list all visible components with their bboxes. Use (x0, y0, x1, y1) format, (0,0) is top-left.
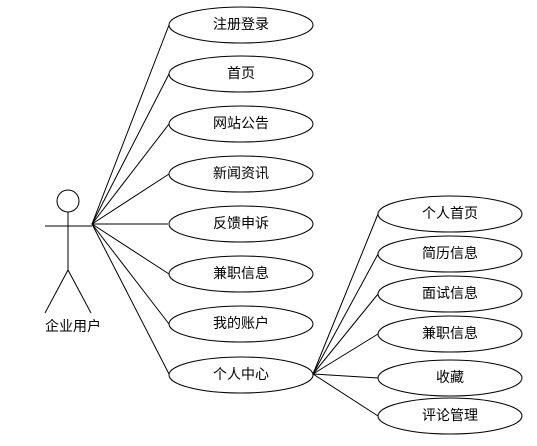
sub-use-case-comment-manage: 评论管理 (377, 397, 523, 435)
use-case-ellipse (168, 6, 314, 44)
use-case-ellipse (168, 356, 314, 394)
use-case-ellipse (168, 305, 314, 343)
use-case-label: 兼职信息 (213, 265, 269, 282)
use-case-my-account: 我的账户 (168, 305, 314, 343)
use-case-label: 新闻资讯 (213, 166, 269, 182)
edge-resume-info (312, 253, 379, 375)
use-case-label: 首页 (227, 66, 255, 82)
use-case-site-notice: 网站公告 (168, 105, 314, 143)
use-case-feedback: 反馈申诉 (168, 205, 314, 243)
use-case-ellipse (377, 235, 523, 273)
use-case-ellipse (377, 195, 523, 233)
use-case-home: 首页 (168, 55, 314, 93)
use-case-label: 网站公告 (213, 116, 269, 132)
sub-use-case-interview-info: 面试信息 (377, 275, 523, 313)
use-case-ellipse (377, 397, 523, 435)
use-case-label: 注册登录 (213, 17, 269, 33)
use-case-label: 个人首页 (422, 206, 478, 222)
use-case-ellipse (168, 205, 314, 243)
sub-use-case-favorites: 收藏 (377, 359, 523, 397)
use-case-ellipse (168, 255, 314, 293)
actor-right-leg (67, 269, 92, 314)
edge-personal-home (312, 213, 379, 375)
use-case-ellipse (377, 315, 523, 353)
sub-edges (312, 213, 379, 417)
edge-register-login (91, 24, 170, 225)
actor-head (56, 189, 80, 213)
use-case-label: 评论管理 (422, 408, 478, 424)
edge-interview-info (312, 293, 379, 375)
use-case-news: 新闻资讯 (168, 155, 314, 193)
edge-home (91, 73, 170, 225)
actor-left-leg (44, 269, 69, 314)
sub-use-case-resume-info: 简历信息 (377, 235, 523, 273)
use-case-label: 收藏 (436, 370, 464, 386)
use-case-ellipse (168, 55, 314, 93)
edge-site-notice (91, 123, 170, 225)
actor-edges (91, 24, 170, 375)
use-case-register-login: 注册登录 (168, 6, 314, 44)
actor-figure: 企业用户 (44, 189, 101, 335)
edge-part-time-info-sub (312, 333, 379, 375)
actor-label: 企业用户 (45, 318, 101, 335)
edge-news (91, 173, 170, 225)
use-case-label: 简历信息 (422, 245, 478, 262)
use-case-ellipse (168, 105, 314, 143)
edge-my-account (91, 223, 170, 325)
edge-favorites (312, 373, 379, 379)
edge-part-time-info (91, 223, 170, 275)
edge-comment-manage (312, 373, 379, 417)
use-case-personal-center: 个人中心 (168, 356, 314, 394)
edge-personal-center (91, 223, 170, 375)
use-case-label: 反馈申诉 (213, 216, 269, 232)
sub-use-case-part-time-info: 兼职信息 (377, 315, 523, 353)
use-case-label: 我的账户 (213, 315, 269, 332)
sub-use-case-personal-home: 个人首页 (377, 195, 523, 233)
use-case-label: 面试信息 (422, 285, 478, 302)
use-case-label: 个人中心 (213, 367, 269, 383)
use-case-label: 兼职信息 (422, 325, 478, 342)
use-case-ellipse (377, 359, 523, 397)
use-case-ellipse (168, 155, 314, 193)
use-case-ellipse (377, 275, 523, 313)
use-case-part-time-info: 兼职信息 (168, 255, 314, 293)
